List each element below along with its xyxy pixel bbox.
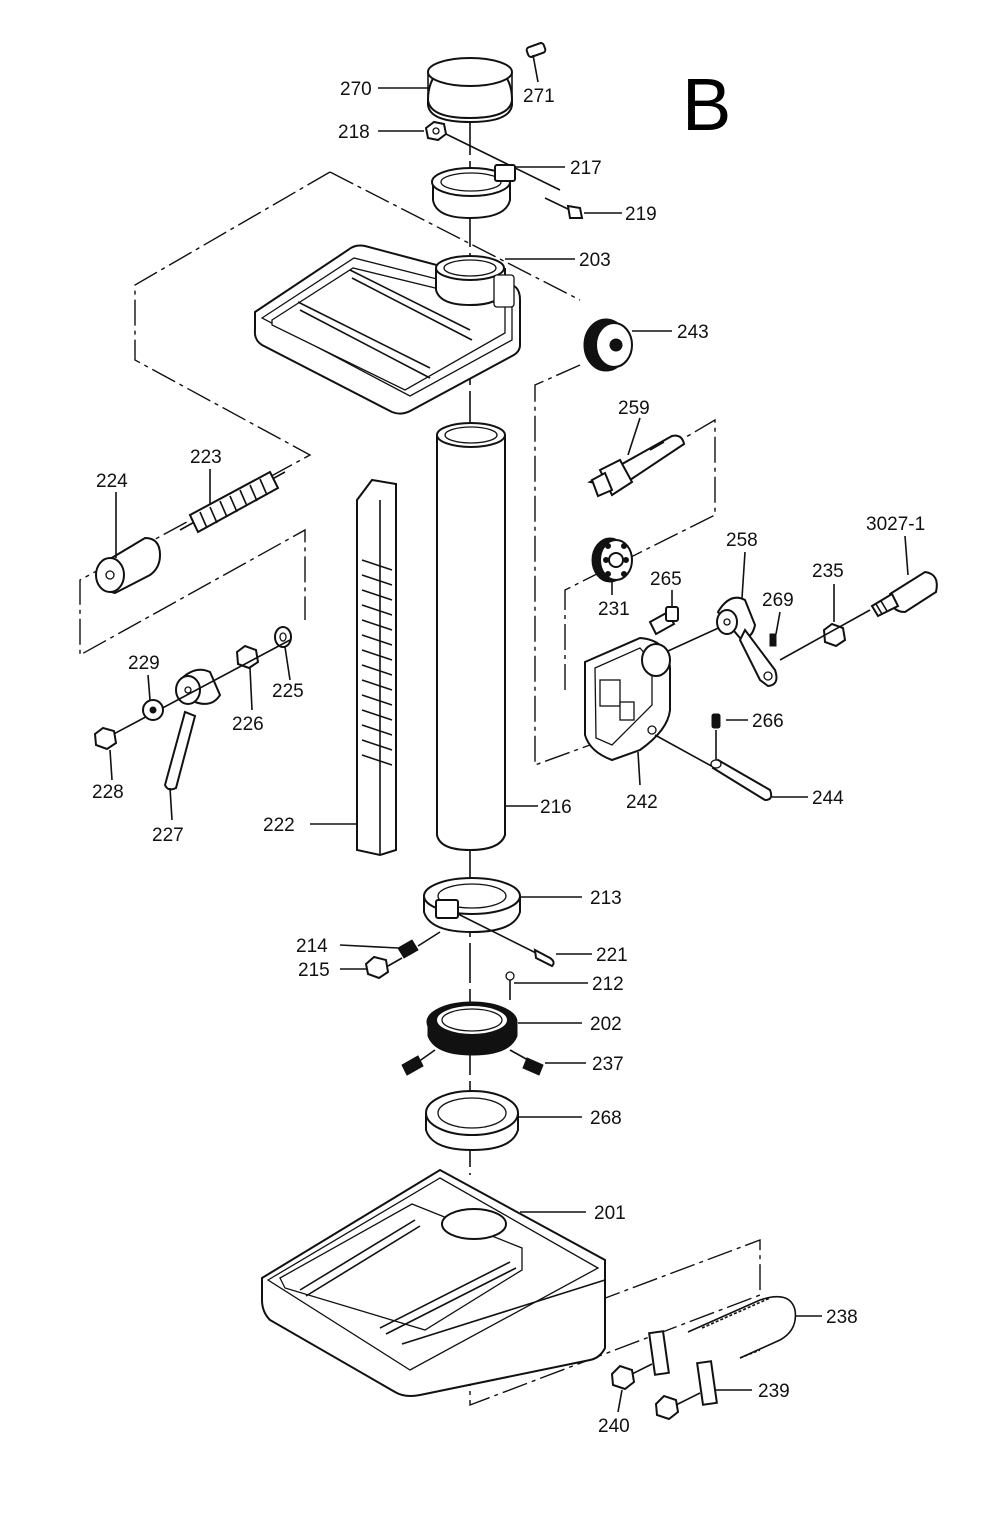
label-226: 226	[232, 714, 264, 735]
label-243: 243	[677, 322, 709, 343]
label-225: 225	[272, 681, 304, 702]
part-202-ring[interactable]	[426, 1001, 518, 1056]
part-238-u-bolt[interactable]	[687, 1295, 797, 1359]
label-231: 231	[598, 599, 630, 620]
part-243-gear[interactable]	[583, 318, 633, 372]
part-213-collar[interactable]	[423, 877, 521, 934]
label-222: 222	[263, 815, 295, 836]
part-221-pin[interactable]	[533, 948, 555, 968]
label-3027-1: 3027-1	[866, 514, 925, 535]
part-240-nuts[interactable]	[610, 1364, 680, 1421]
part-266-set-screw[interactable]	[711, 713, 721, 729]
label-212: 212	[592, 974, 624, 995]
part-270-cap[interactable]	[426, 57, 514, 124]
part-3027-1-knob[interactable]	[870, 570, 938, 618]
label-269: 269	[762, 590, 794, 611]
part-269-pin[interactable]	[769, 633, 777, 647]
label-237: 237	[592, 1054, 624, 1075]
label-259: 259	[618, 398, 650, 419]
part-271-set-screw[interactable]	[525, 42, 547, 58]
label-213: 213	[590, 888, 622, 909]
part-228-nut[interactable]	[93, 726, 118, 751]
part-215-nut[interactable]	[364, 955, 390, 980]
part-226-nut[interactable]	[235, 644, 260, 670]
part-242-head-housing[interactable]	[584, 636, 671, 762]
label-203: 203	[579, 250, 611, 271]
part-201-base[interactable]	[261, 1168, 606, 1397]
part-224-sleeve[interactable]	[95, 536, 162, 595]
part-203-table[interactable]	[253, 244, 521, 415]
label-239: 239	[758, 1381, 790, 1402]
label-221: 221	[596, 945, 628, 966]
part-258-lever[interactable]	[716, 596, 778, 688]
part-212-ball[interactable]	[505, 971, 515, 981]
part-216-column[interactable]	[436, 422, 506, 852]
label-244: 244	[812, 788, 844, 809]
label-214: 214	[296, 936, 328, 957]
part-227-handle[interactable]	[163, 668, 222, 791]
part-259-pinion-shaft[interactable]	[587, 434, 686, 498]
label-238: 238	[826, 1307, 858, 1328]
label-201: 201	[594, 1203, 626, 1224]
label-242: 242	[626, 792, 658, 813]
part-222-rack[interactable]	[356, 478, 397, 857]
part-244-shaft[interactable]	[710, 758, 773, 802]
rack-teeth	[361, 559, 393, 766]
label-266: 266	[752, 711, 784, 732]
label-224: 224	[96, 471, 128, 492]
part-268-ring[interactable]	[425, 1090, 519, 1152]
part-217-collar[interactable]	[431, 164, 516, 220]
label-215: 215	[298, 960, 330, 981]
part-231-bearing[interactable]	[591, 537, 633, 583]
label-235: 235	[812, 561, 844, 582]
part-218-nut[interactable]	[424, 120, 448, 142]
part-239-clamp-plates[interactable]	[648, 1330, 718, 1406]
label-258: 258	[726, 530, 758, 551]
label-229: 229	[128, 653, 160, 674]
label-271: 271	[523, 86, 555, 107]
label-227: 227	[152, 825, 184, 846]
label-270: 270	[340, 79, 372, 100]
label-218: 218	[338, 122, 370, 143]
part-229-washer[interactable]	[142, 699, 164, 721]
part-214-set-screw[interactable]	[397, 939, 419, 959]
part-265-screw[interactable]	[648, 606, 679, 636]
label-265: 265	[650, 569, 682, 590]
label-240: 240	[598, 1416, 630, 1437]
part-237-screws[interactable]	[401, 1055, 544, 1076]
part-235-nut[interactable]	[822, 622, 847, 648]
label-223: 223	[190, 447, 222, 468]
label-219: 219	[625, 204, 657, 225]
label-216: 216	[540, 797, 572, 818]
part-219-bolt[interactable]	[544, 197, 584, 219]
label-217: 217	[570, 158, 602, 179]
label-202: 202	[590, 1014, 622, 1035]
section-letter: B	[682, 63, 731, 146]
label-268: 268	[590, 1108, 622, 1129]
part-223-worm-shaft[interactable]	[179, 470, 286, 534]
label-228: 228	[92, 782, 124, 803]
